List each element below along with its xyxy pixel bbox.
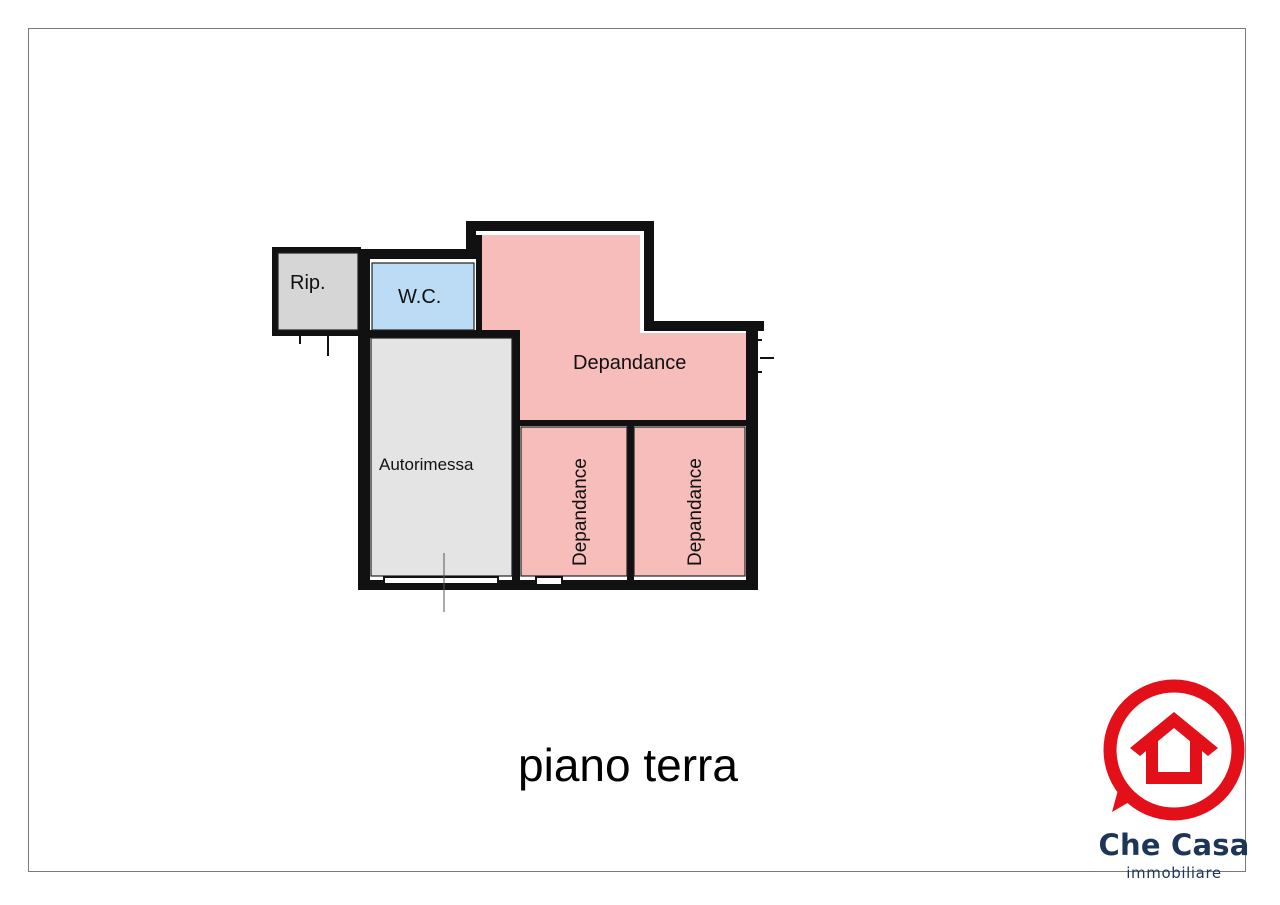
openings	[299, 283, 774, 586]
room-autorimessa	[371, 338, 512, 576]
label-dependance-right: Depandance	[685, 458, 706, 566]
house-icon	[1130, 712, 1218, 784]
room-dependance-left	[521, 427, 627, 576]
logo-tagline: immobiliare	[1126, 864, 1222, 882]
room-dependance-right	[634, 427, 745, 576]
drawing-frame	[28, 28, 1246, 872]
room-rip	[278, 253, 358, 330]
floor-title: piano terra	[518, 739, 738, 791]
label-dependance-main: Depandance	[573, 352, 686, 374]
logo-name: Che Casa	[1098, 828, 1250, 862]
label-autorimessa: Autorimessa	[379, 455, 474, 474]
che-casa-logo	[1103, 679, 1245, 821]
room-wc	[372, 263, 474, 330]
label-rip: Rip.	[290, 272, 326, 294]
room-dependance-main	[482, 235, 746, 420]
label-wc: W.C.	[398, 286, 441, 308]
label-dependance-left: Depandance	[570, 458, 591, 566]
